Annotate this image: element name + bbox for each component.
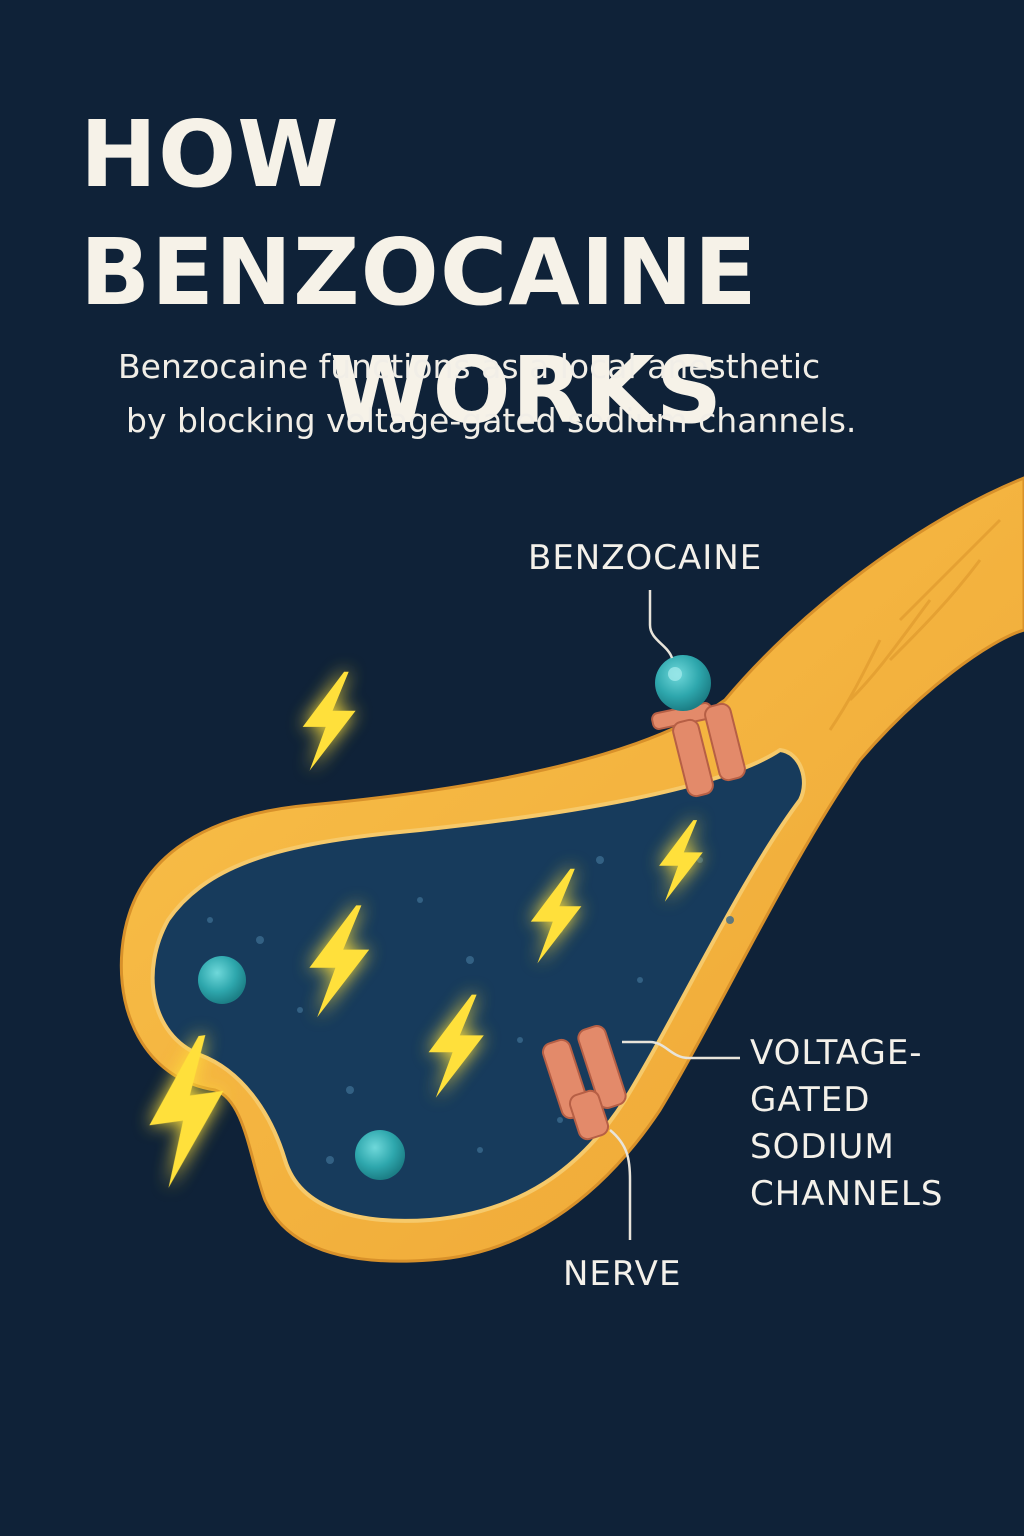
axon-texture bbox=[828, 518, 1002, 731]
interior-particles bbox=[207, 856, 734, 1164]
channels-label-line-3: SODIUM bbox=[750, 1127, 895, 1167]
page-subtitle: Benzocaine functions as a local anesthet… bbox=[118, 340, 998, 448]
nerve-interior bbox=[150, 747, 806, 1223]
leader-lines bbox=[609, 590, 740, 1240]
subtitle-line-1: Benzocaine functions as a local anesthet… bbox=[118, 347, 821, 386]
sodium-channels-label: VOLTAGE- GATED SODIUM CHANNELS bbox=[750, 1030, 1010, 1218]
channels-leader bbox=[622, 1040, 740, 1060]
nerve-label: NERVE bbox=[563, 1254, 682, 1294]
channels-label-line-1: VOLTAGE- bbox=[750, 1033, 923, 1073]
sodium-channel-lower bbox=[541, 1025, 627, 1141]
benzocaine-label: BENZOCAINE bbox=[528, 538, 763, 578]
channels-label-line-4: CHANNELS bbox=[750, 1174, 944, 1214]
title-line-1: HOW BENZOCAINE bbox=[80, 101, 758, 326]
page-title: HOW BENZOCAINE WORKS bbox=[80, 96, 960, 450]
benzocaine-molecule bbox=[355, 1130, 405, 1180]
title-line-2: WORKS bbox=[330, 337, 724, 444]
benzocaine-leader bbox=[648, 590, 674, 659]
sodium-channel-upper bbox=[651, 702, 746, 798]
benzocaine-molecule bbox=[198, 956, 246, 1004]
lightning-icon bbox=[302, 671, 356, 771]
channels-label-line-2: GATED bbox=[750, 1080, 871, 1120]
subtitle-line-2: by blocking voltage-gated sodium channel… bbox=[126, 401, 857, 440]
bound-benzocaine-molecule bbox=[655, 655, 711, 711]
molecule-highlight bbox=[668, 667, 682, 681]
nerve-leader bbox=[609, 1129, 632, 1240]
